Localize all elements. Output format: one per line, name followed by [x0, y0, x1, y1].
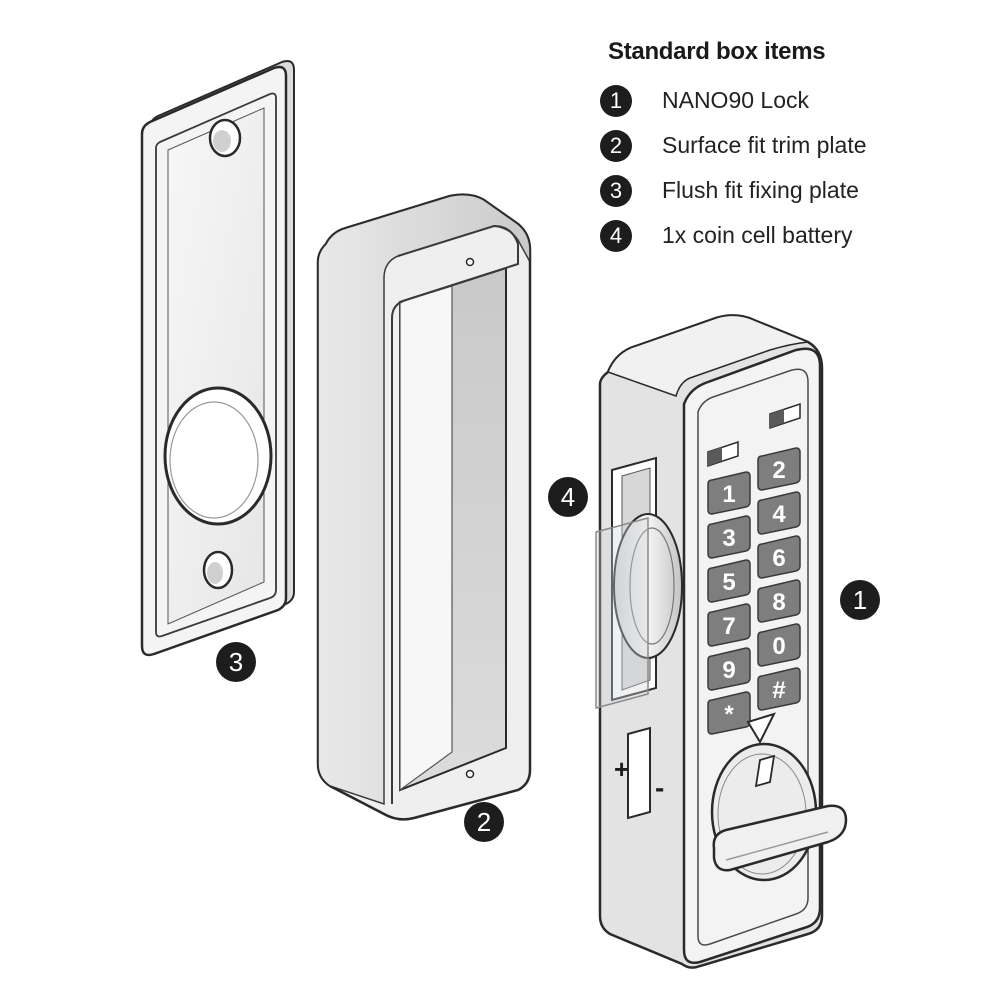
- keypad-key-shape: [707, 691, 751, 735]
- legend: Standard box items 1 NANO90 Lock 2 Surfa…: [600, 38, 990, 258]
- nano90-lock: 1 2 3 4 5 6 7 8 9 0 * #: [598, 314, 848, 969]
- keypad-key[interactable]: 1: [707, 471, 751, 515]
- battery-minus-label: -: [655, 772, 664, 803]
- legend-item: 2 Surface fit trim plate: [600, 123, 990, 168]
- keypad-key-shape: [707, 515, 751, 559]
- keypad-key-label: 4: [772, 501, 786, 528]
- legend-item-label: NANO90 Lock: [662, 87, 810, 113]
- legend-item: 4 1x coin cell battery: [600, 213, 990, 258]
- legend-item: 1 NANO90 Lock: [600, 78, 990, 123]
- surface-fit-trim-plate: [316, 193, 532, 821]
- keypad-key-label: 9: [722, 657, 735, 684]
- keypad-key-shape: [757, 447, 801, 491]
- flush-fit-fixing-plate: [140, 60, 295, 657]
- keypad: 1 2 3 4 5 6 7 8 9 0 * #: [707, 447, 801, 735]
- keypad-key[interactable]: *: [707, 691, 751, 735]
- keypad-key-label: 6: [772, 545, 785, 572]
- keypad-key[interactable]: 5: [707, 559, 751, 603]
- keypad-key[interactable]: #: [757, 667, 801, 711]
- keypad-key[interactable]: 6: [757, 535, 801, 579]
- coin-cell-battery: [595, 513, 683, 709]
- keypad-key-label: *: [724, 701, 734, 728]
- keypad-key-label: 8: [772, 589, 785, 616]
- legend-title: Standard box items: [608, 38, 826, 65]
- keypad-key-label: 7: [722, 613, 735, 640]
- keypad-key[interactable]: 0: [757, 623, 801, 667]
- legend-item-label: Surface fit trim plate: [662, 132, 867, 158]
- keypad-key-shape: [757, 491, 801, 535]
- callout-trim-plate: 2: [464, 802, 504, 842]
- keypad-key[interactable]: 7: [707, 603, 751, 647]
- legend-item-label: Flush fit fixing plate: [662, 177, 859, 203]
- callout-battery: 4: [548, 477, 588, 517]
- legend-number-badge: 2: [600, 129, 632, 162]
- keypad-key[interactable]: 4: [757, 491, 801, 535]
- battery-plus-label: +: [614, 754, 629, 784]
- legend-item: 3 Flush fit fixing plate: [600, 168, 990, 213]
- keypad-key-shape: [757, 667, 801, 711]
- keypad-key-label: 1: [722, 481, 735, 508]
- keypad-key-shape: [707, 603, 751, 647]
- keypad-key-shape: [707, 471, 751, 515]
- keypad-key-shape: [707, 647, 751, 691]
- legend-number-badge: 3: [600, 174, 632, 207]
- keypad-key[interactable]: 8: [757, 579, 801, 623]
- legend-number-badge: 4: [600, 219, 632, 252]
- keypad-key-label: 2: [772, 457, 785, 484]
- callout-fixing-plate: 3: [216, 642, 256, 682]
- keypad-key[interactable]: 3: [707, 515, 751, 559]
- keypad-key-label: 0: [772, 633, 785, 660]
- callout-lock: 1: [840, 580, 880, 620]
- keypad-key-shape: [757, 535, 801, 579]
- keypad-key-shape: [757, 579, 801, 623]
- keypad-key-label: #: [772, 677, 785, 704]
- keypad-key-label: 5: [722, 569, 735, 596]
- keypad-key-shape: [707, 559, 751, 603]
- legend-item-label: 1x coin cell battery: [662, 222, 853, 248]
- spindle-hole: [163, 386, 273, 526]
- keypad-key-label: 3: [722, 525, 735, 552]
- keypad-key[interactable]: 2: [757, 447, 801, 491]
- keypad-key-shape: [757, 623, 801, 667]
- legend-number-badge: 1: [600, 84, 632, 117]
- keypad-key[interactable]: 9: [707, 647, 751, 691]
